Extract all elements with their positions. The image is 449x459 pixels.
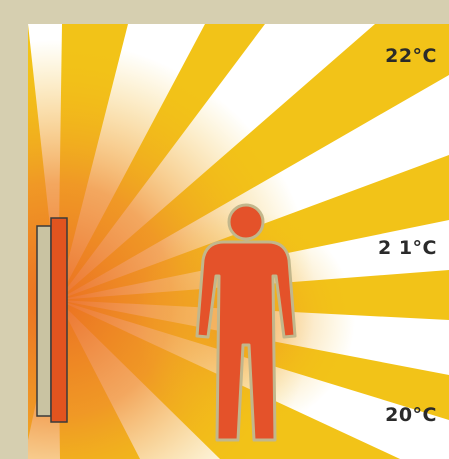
temperature-label-middle: 2 1°C [378, 237, 437, 259]
temperature-label-bottom: 20°C [385, 404, 437, 426]
person-head [229, 205, 263, 239]
heater-backplate [37, 226, 51, 416]
heater-panel-icon [37, 218, 67, 422]
temperature-label-top: 22°C [385, 45, 437, 67]
heater-front [51, 218, 67, 422]
